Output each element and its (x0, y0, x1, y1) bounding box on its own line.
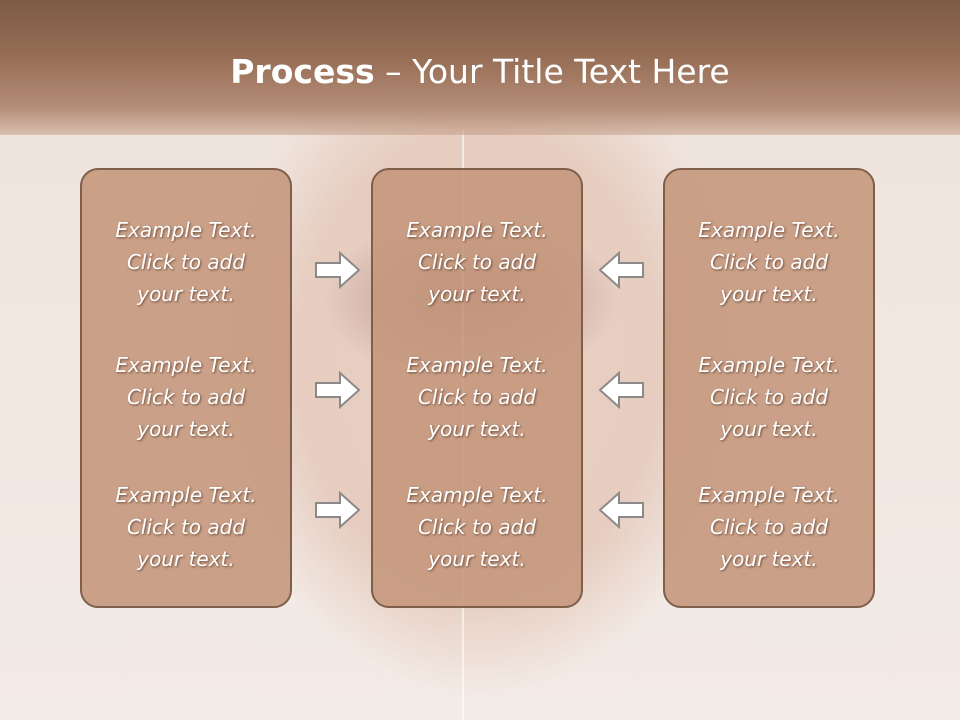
text-item[interactable]: Example Text. Click to add your text. (665, 479, 873, 575)
text-item[interactable]: Example Text. Click to add your text. (82, 479, 290, 575)
text-line: Click to add (126, 250, 246, 274)
text-line: Click to add (126, 515, 246, 539)
text-line: Example Text. (698, 218, 840, 242)
text-line: your text. (428, 417, 526, 441)
text-line: Click to add (126, 385, 246, 409)
text-line: Example Text. (115, 353, 257, 377)
text-box-left[interactable]: Example Text. Click to add your text. Ex… (80, 168, 292, 608)
text-item[interactable]: Example Text. Click to add your text. (373, 349, 581, 445)
text-line: your text. (720, 282, 818, 306)
right-arrow-icon (315, 490, 361, 530)
text-line: your text. (428, 547, 526, 571)
title-bold: Process (230, 52, 375, 91)
text-line: Click to add (709, 385, 829, 409)
text-line: Example Text. (406, 353, 548, 377)
text-line: Example Text. (115, 218, 257, 242)
left-arrow-icon (598, 370, 644, 410)
right-arrow-icon (315, 250, 361, 290)
text-line: your text. (428, 282, 526, 306)
title-rest: – Your Title Text Here (374, 52, 730, 91)
title-band (0, 0, 960, 135)
text-line: Example Text. (406, 483, 548, 507)
text-line: your text. (137, 547, 235, 571)
text-item[interactable]: Example Text. Click to add your text. (373, 479, 581, 575)
slide-title[interactable]: Process – Your Title Text Here (0, 52, 960, 91)
text-line: Example Text. (698, 483, 840, 507)
text-item[interactable]: Example Text. Click to add your text. (665, 349, 873, 445)
text-line: Example Text. (406, 218, 548, 242)
text-line: Click to add (417, 250, 537, 274)
left-arrow-icon (598, 490, 644, 530)
text-line: your text. (720, 547, 818, 571)
left-arrow-icon (598, 250, 644, 290)
text-item[interactable]: Example Text. Click to add your text. (665, 214, 873, 310)
text-line: Click to add (709, 515, 829, 539)
text-box-right[interactable]: Example Text. Click to add your text. Ex… (663, 168, 875, 608)
text-line: Example Text. (698, 353, 840, 377)
text-item[interactable]: Example Text. Click to add your text. (82, 349, 290, 445)
text-line: Click to add (709, 250, 829, 274)
text-line: Click to add (417, 385, 537, 409)
text-item[interactable]: Example Text. Click to add your text. (373, 214, 581, 310)
text-item[interactable]: Example Text. Click to add your text. (82, 214, 290, 310)
text-line: your text. (137, 417, 235, 441)
text-line: Click to add (417, 515, 537, 539)
text-line: your text. (137, 282, 235, 306)
text-box-center[interactable]: Example Text. Click to add your text. Ex… (371, 168, 583, 608)
text-line: Example Text. (115, 483, 257, 507)
text-line: your text. (720, 417, 818, 441)
right-arrow-icon (315, 370, 361, 410)
